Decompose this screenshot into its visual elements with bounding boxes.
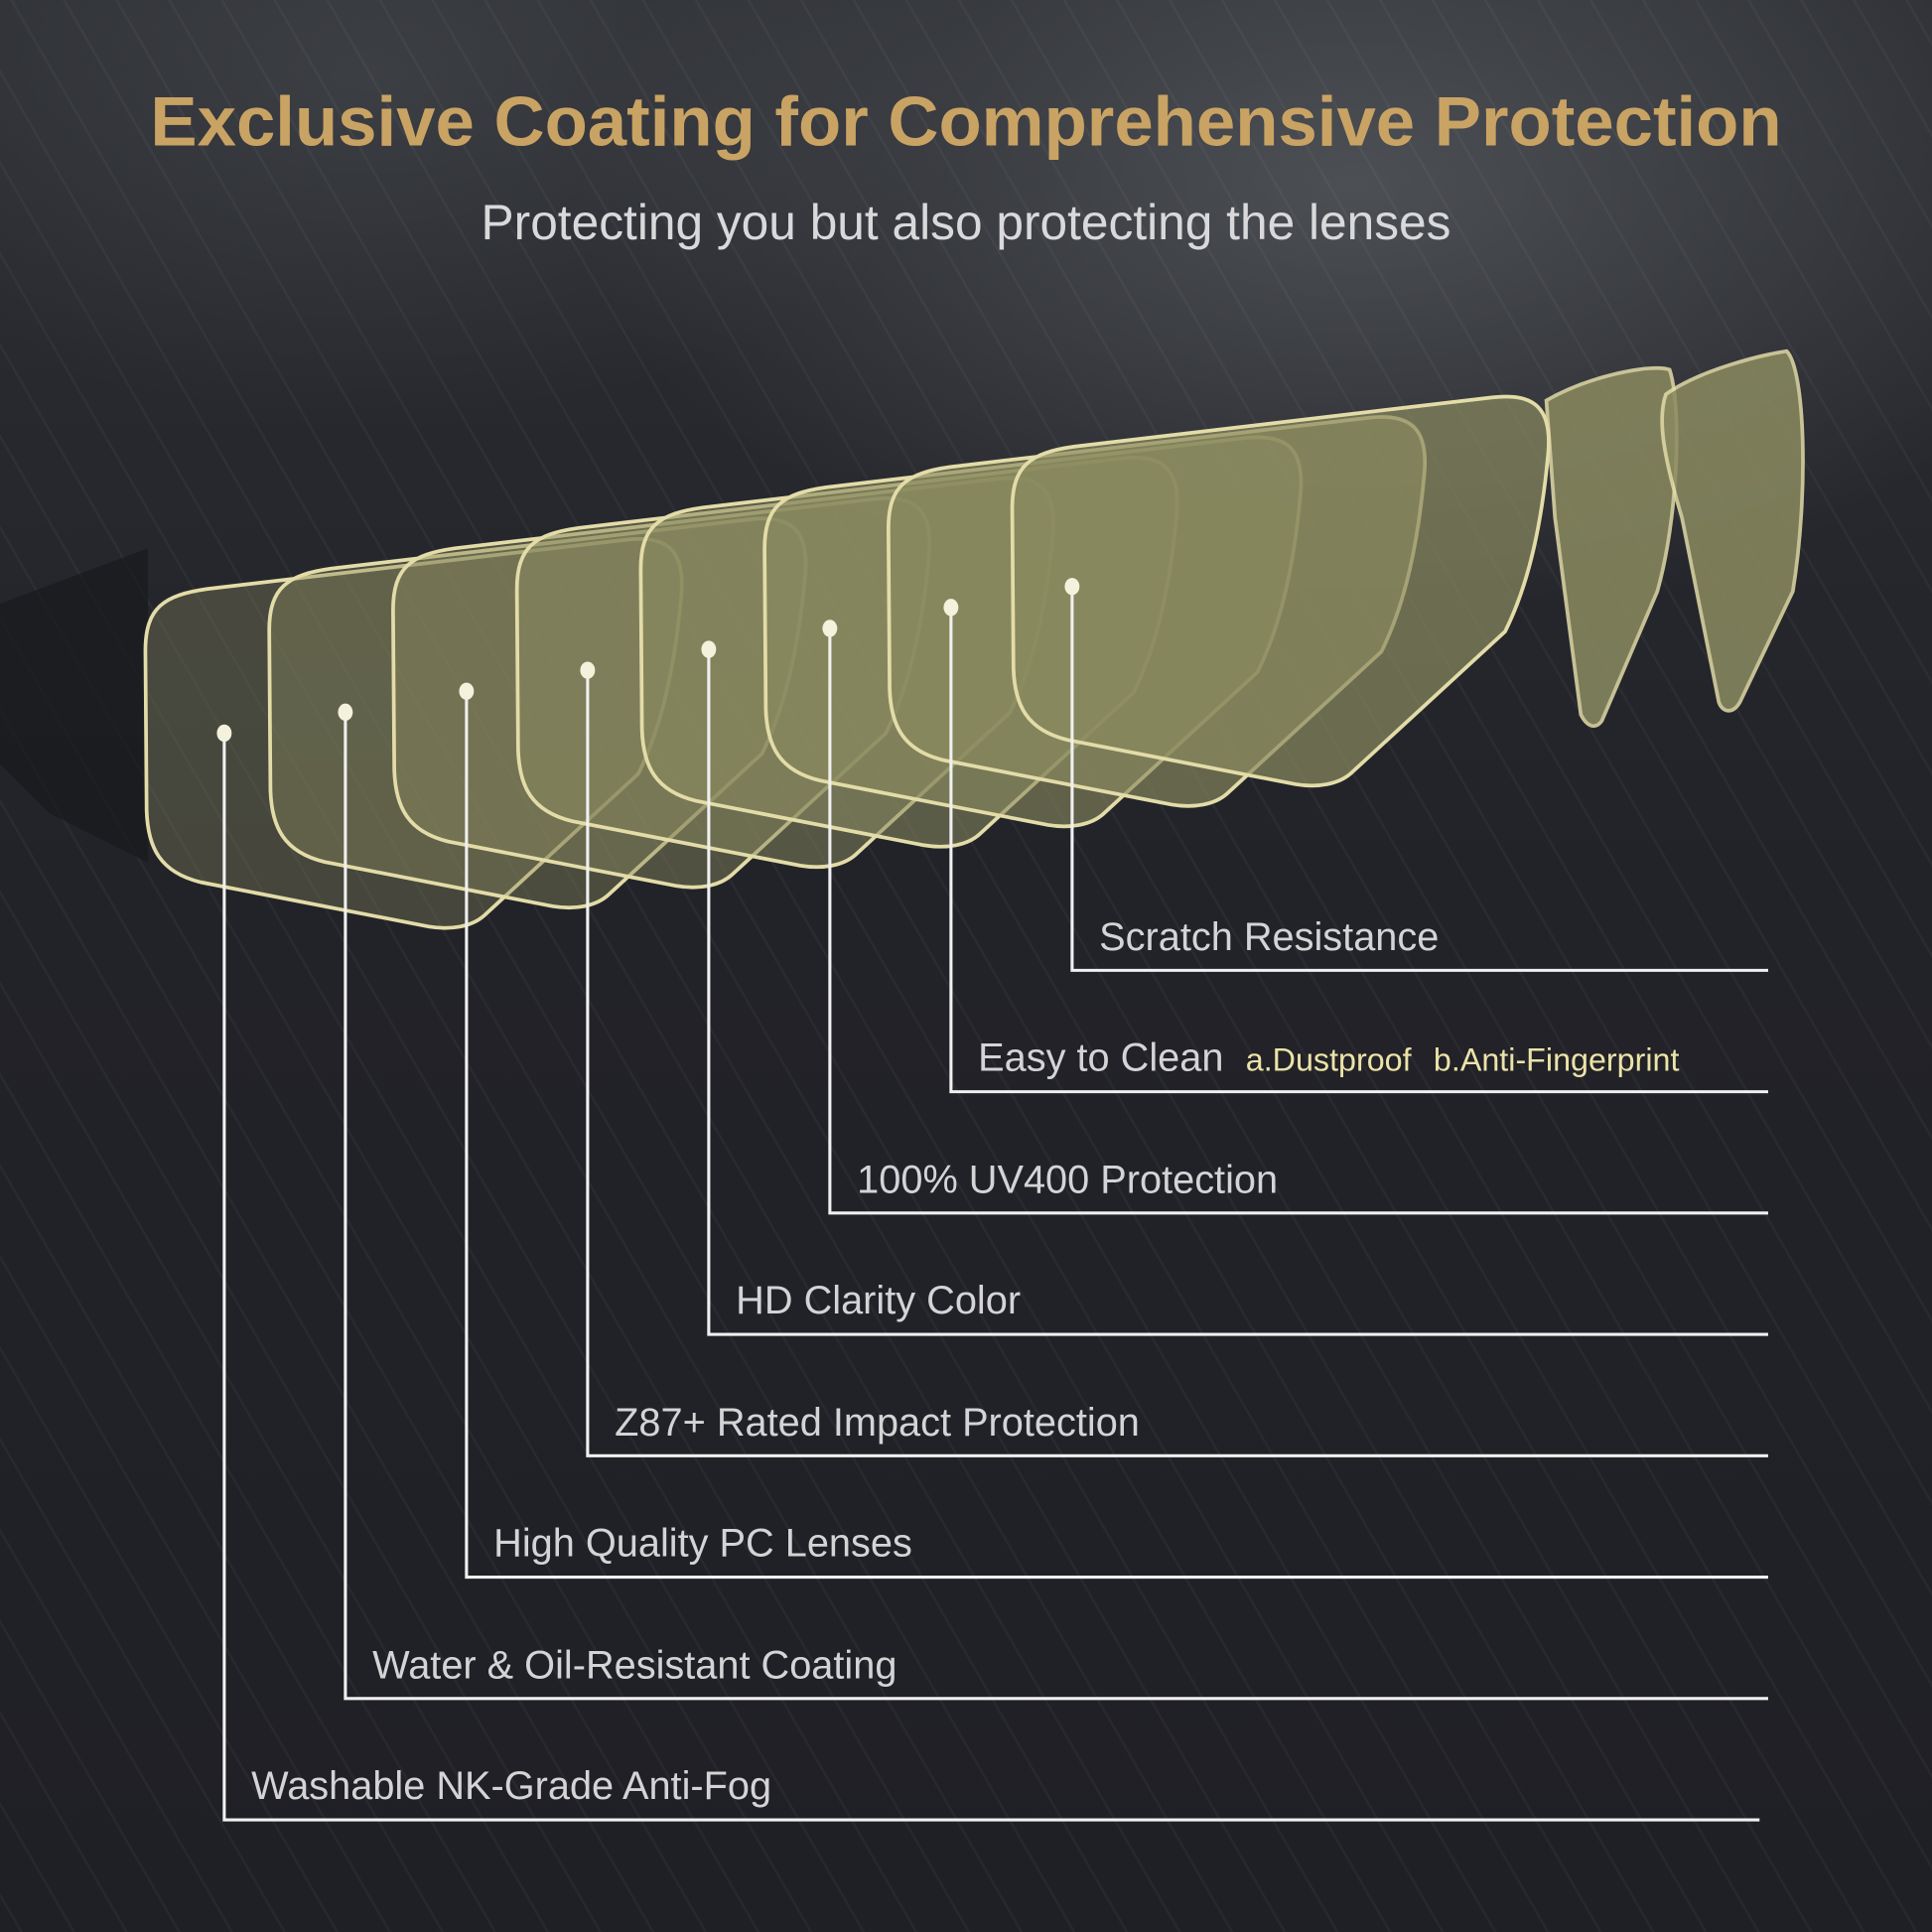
callout-dot (580, 661, 596, 679)
layer-label-text: Easy to Clean (978, 1035, 1224, 1080)
callout-line (949, 607, 1768, 1094)
page-title: Exclusive Coating for Comprehensive Prot… (150, 82, 1782, 162)
layer-label-text: 100% UV400 Protection (857, 1156, 1279, 1201)
page-subtitle: Protecting you but also protecting the l… (481, 196, 1451, 250)
layer-label-text: Scratch Resistance (1099, 913, 1440, 958)
callout-dot (216, 724, 232, 743)
callout-line (222, 733, 1760, 1822)
layer-label: Easy to Clean a.Dustproof b.Anti-Fingerpri… (978, 1033, 1679, 1084)
layer-note: b.Anti-Fingerprint (1433, 1040, 1680, 1078)
layer-label: HD Clarity Color (736, 1276, 1021, 1325)
layer-label: 100% UV400 Protection (857, 1154, 1278, 1203)
callout-line (586, 670, 1768, 1457)
layer-label-text: Z87+ Rated Impact Protection (615, 1399, 1140, 1444)
layer-label: Scratch Resistance (1099, 911, 1439, 961)
callout-line (465, 691, 1768, 1580)
layer-label: Z87+ Rated Impact Protection (615, 1397, 1140, 1447)
side-lens-piece (1660, 348, 1805, 713)
callout-line (1070, 586, 1768, 972)
side-lens-piece (1544, 365, 1679, 729)
layer-label: Water & Oil-Resistant Coating (372, 1639, 897, 1689)
callout-line (707, 649, 1768, 1336)
layer-label: High Quality PC Lenses (493, 1518, 912, 1568)
layer-note: a.Dustproof (1245, 1040, 1412, 1078)
layer-label-text: High Quality PC Lenses (493, 1520, 912, 1566)
callout-dot (822, 620, 838, 637)
lens-layer (1010, 394, 1551, 788)
callout-line (828, 627, 1768, 1215)
callout-dot (1064, 578, 1080, 596)
callout-dot (459, 682, 475, 700)
layer-label-text: Water & Oil-Resistant Coating (372, 1641, 897, 1687)
callout-dot (943, 599, 959, 617)
layer-label-text: HD Clarity Color (736, 1278, 1022, 1322)
callout-line (344, 712, 1768, 1701)
callout-dot (701, 640, 717, 658)
callout-dot (338, 703, 353, 722)
layer-label-text: Washable NK-Grade Anti-Fog (251, 1763, 772, 1808)
layer-label: Washable NK-Grade Anti-Fog (251, 1761, 771, 1811)
frame-silhouette (0, 548, 148, 863)
